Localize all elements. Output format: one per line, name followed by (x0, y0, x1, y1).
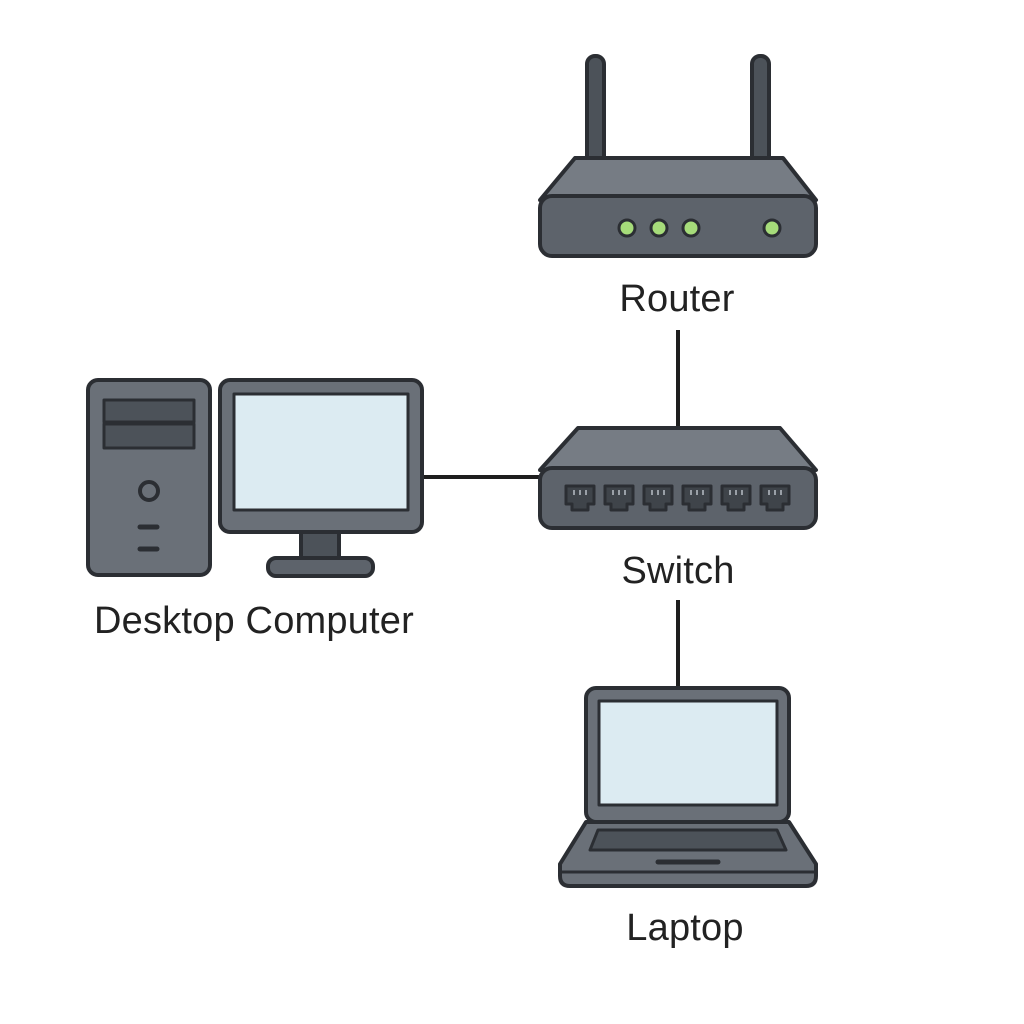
router-top (538, 156, 818, 202)
desktop-power-button (138, 480, 160, 502)
laptop-icon (558, 686, 818, 888)
router-antenna-left (585, 54, 606, 166)
router-led (762, 218, 782, 238)
router-antenna-right (750, 54, 771, 166)
laptop-screen (597, 699, 779, 807)
monitor-screen (232, 392, 410, 512)
network-switch-icon (538, 426, 818, 530)
router-label: Router (619, 278, 735, 320)
connection-lines (422, 330, 680, 690)
router-body (538, 194, 818, 258)
laptop-label: Laptop (626, 907, 744, 949)
desktop-drive-bay (102, 398, 196, 424)
desktop-drive-bay (102, 422, 196, 450)
router-led (649, 218, 669, 238)
laptop-keyboard (588, 828, 788, 852)
router-led (617, 218, 637, 238)
desktop-computer-icon (86, 378, 424, 578)
desktop-computer-label: Desktop Computer (93, 600, 415, 642)
switch-ports (564, 484, 791, 512)
monitor-stand-base (266, 556, 375, 578)
switch-label: Switch (621, 550, 735, 592)
router-led (681, 218, 701, 238)
switch-body (538, 466, 818, 530)
router-icon (538, 54, 818, 258)
switch-top (538, 426, 818, 472)
